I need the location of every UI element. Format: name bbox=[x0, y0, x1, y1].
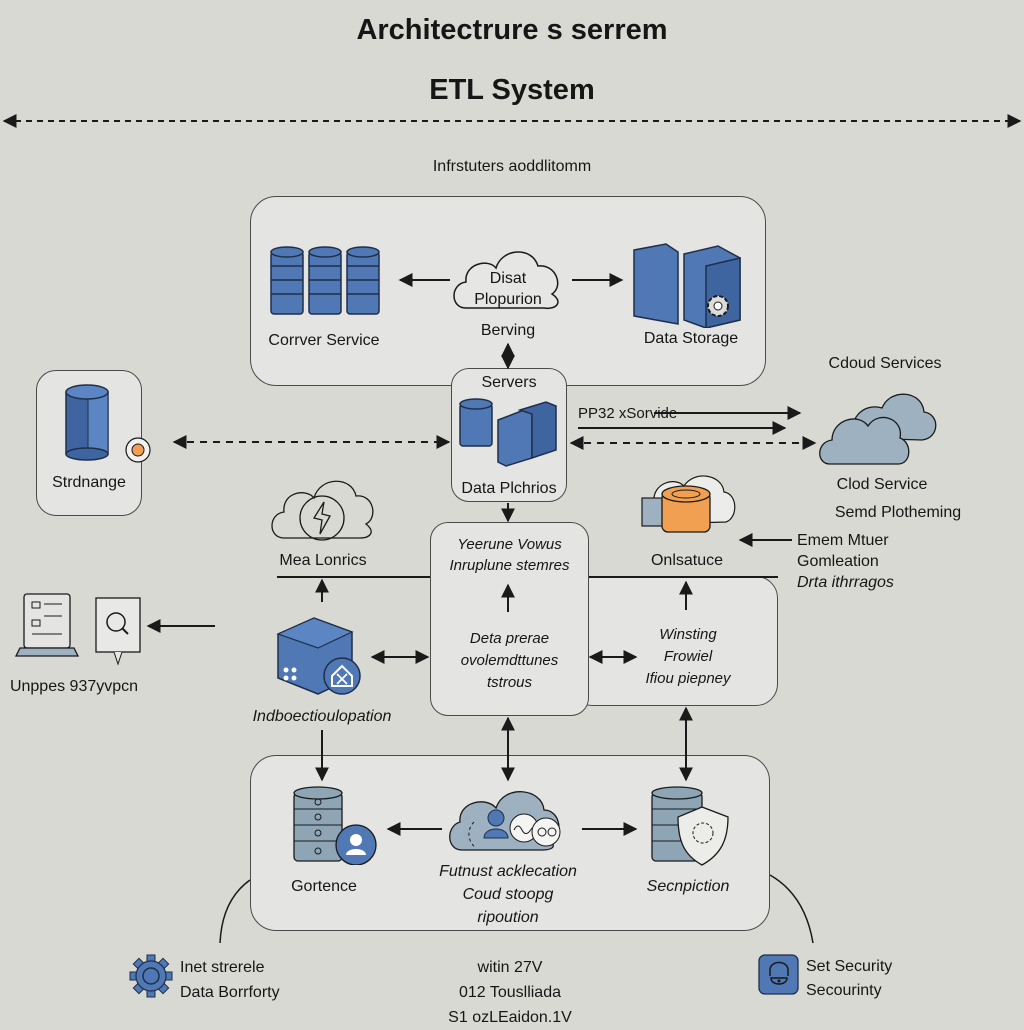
bottom-center-line1: Futnust acklecation bbox=[439, 863, 577, 880]
servers-node-title: Servers bbox=[481, 374, 537, 391]
section-label: Infrstuters aoddlitomm bbox=[432, 158, 592, 175]
laptop-search-icon bbox=[14, 593, 141, 666]
blue-device-icon bbox=[276, 617, 361, 695]
pipeline-body-line2: ovolemdttunes bbox=[460, 652, 559, 669]
cloud-users-icon bbox=[449, 791, 561, 851]
pipeline-box[interactable] bbox=[430, 522, 589, 716]
footer-center-text: witin 27V 012 Touslliada S1 ozLEaidon.1V bbox=[420, 955, 600, 1030]
cloud-service-subcaption: Semd Plotheming bbox=[834, 504, 962, 521]
gortence-label: Gortence bbox=[291, 878, 357, 895]
winsting-line3: Ifiou piepney bbox=[645, 670, 731, 687]
center-node-line1: Disat bbox=[489, 270, 527, 287]
cloud-service-caption: Clod Service bbox=[836, 476, 928, 493]
servers-icon bbox=[459, 398, 557, 467]
footer-left-line1: Inet strerele bbox=[180, 959, 265, 976]
lightning-cloud-icon bbox=[271, 480, 374, 541]
footer-right-line2: Secourinty bbox=[806, 982, 882, 999]
side-note-2: Gomleation bbox=[797, 553, 879, 570]
footer-left-line2: Data Borrforty bbox=[180, 984, 280, 1001]
side-note-3: Drta ithrragos bbox=[797, 574, 894, 591]
cloud-icon bbox=[453, 251, 559, 310]
winsting-line1: Winsting bbox=[659, 626, 717, 643]
bottom-center-label: Futnust acklecation Coud stoopg ripoutio… bbox=[418, 860, 598, 929]
pipeline-top-line2: Inruplune stemres bbox=[449, 557, 570, 574]
center-node-line2: Plopurion bbox=[474, 291, 542, 308]
orange-database-cloud-icon bbox=[641, 475, 736, 533]
security-lock-icon[interactable] bbox=[758, 954, 800, 996]
bottom-center-line3: ripoution bbox=[477, 909, 539, 926]
servers-node-caption: Data Plchrios bbox=[461, 480, 557, 497]
onsaluce-node-label: Onlsatuce bbox=[650, 552, 724, 569]
curve-right bbox=[769, 874, 814, 944]
data-storage-label: Data Storage bbox=[643, 330, 739, 347]
pipeline-top-line1: Yeerune Vowus bbox=[457, 536, 562, 553]
footer-right-text: Set Security Secourinty bbox=[806, 955, 892, 1003]
side-note-1: Emem Mtuer bbox=[797, 532, 889, 549]
database-user-icon bbox=[293, 786, 377, 865]
storage-node-label: Strdnange bbox=[52, 474, 126, 491]
center-node-label[interactable]: Disat Plopurion bbox=[460, 268, 556, 310]
database-shield-icon bbox=[651, 786, 729, 866]
metrics-node-label: Mea Lonrics bbox=[279, 552, 367, 569]
bottom-center-line2: Coud stoopg bbox=[462, 886, 554, 903]
footer-center-line2: 012 Touslliada bbox=[458, 984, 561, 1001]
cloud-services-header: Cdoud Services bbox=[828, 355, 942, 372]
pipeline-box-header: Yeerune Vowus Inruplune stemres bbox=[430, 534, 589, 576]
footer-center-line3: S1 ozLEaidon.1V bbox=[448, 1009, 572, 1026]
footer-right-line1: Set Security bbox=[806, 958, 893, 975]
pipeline-body-line3: tstrous bbox=[486, 674, 532, 691]
winsting-box-text: Winsting Frowiel Ifiou piepney bbox=[628, 624, 748, 690]
left-tools-label: Unppes 937yvpcn bbox=[9, 678, 139, 695]
pipeline-box-body: Deta prerae ovolemdttunes tstrous bbox=[430, 628, 589, 694]
winsting-box[interactable] bbox=[570, 576, 778, 706]
onsaluce-side-notes: Emem Mtuer Gomleation Drta ithrragos bbox=[797, 530, 894, 593]
winsting-line2: Frowiel bbox=[663, 648, 713, 665]
pipeline-body-line1: Deta prerae bbox=[469, 630, 550, 647]
service-arrow-label: PP32 xSorvide bbox=[578, 405, 678, 422]
ind-node-label: Indboectioulopation bbox=[252, 708, 392, 725]
diagram-title: Architectrure s serrem bbox=[356, 14, 668, 46]
footer-left-text: Inet strerele Data Borrforty bbox=[180, 955, 280, 1005]
gear-icon bbox=[129, 954, 173, 998]
cloud-services-icon bbox=[819, 393, 937, 465]
curve-left bbox=[219, 879, 251, 944]
footer-center-line1: witin 27V bbox=[477, 959, 543, 976]
berving-label: Berving bbox=[480, 322, 536, 339]
server-stack-icon bbox=[270, 246, 380, 315]
secnpiction-label: Secnpiction bbox=[646, 878, 730, 895]
corrver-service-label: Corrver Service bbox=[268, 332, 380, 349]
data-storage-icon bbox=[633, 243, 741, 328]
diagram-subtitle: ETL System bbox=[429, 74, 595, 106]
database-cylinder-icon bbox=[65, 384, 151, 463]
